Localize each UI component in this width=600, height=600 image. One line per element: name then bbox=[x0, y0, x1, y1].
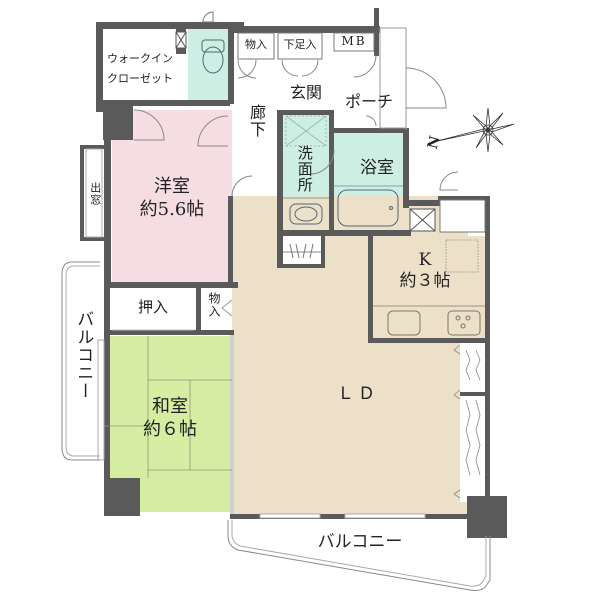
oshiire-closet bbox=[104, 290, 198, 330]
wall-washroom-left bbox=[277, 110, 283, 268]
wall-western-right bbox=[228, 196, 233, 286]
compass-north-label: N bbox=[424, 134, 444, 151]
wall-pillar-sw bbox=[104, 478, 140, 516]
wall-shelf-right bbox=[320, 232, 325, 266]
shoe-storage-label: 下足入 bbox=[283, 38, 317, 51]
wall-bath-top bbox=[329, 128, 408, 133]
wall-top-left bbox=[96, 22, 244, 29]
wall-storage-mid bbox=[460, 392, 488, 396]
porch-label: ポーチ bbox=[344, 92, 393, 111]
wall-pillar-nw bbox=[103, 100, 133, 140]
storage-top-label: 物入 bbox=[245, 38, 267, 51]
side-storage-label: 物入 bbox=[207, 292, 221, 318]
wall-toilet-right bbox=[228, 28, 234, 104]
wall-closet-bottom bbox=[104, 100, 230, 106]
wall-bottom-ld bbox=[230, 514, 470, 519]
balcony-south-label: バルコニー bbox=[317, 532, 403, 552]
washroom-label: 洗面所 bbox=[295, 145, 314, 193]
japanese-room-label: 和室 約６帖 bbox=[143, 396, 197, 440]
walk-in-closet-label: ウォークイン クローゼット bbox=[107, 52, 173, 85]
wall-left-western bbox=[104, 140, 111, 285]
balcony-west-label: バルコニー bbox=[73, 310, 94, 400]
wall-pillar-se bbox=[467, 496, 507, 538]
western-room-label: 洋室 約5.6帖 bbox=[139, 176, 205, 220]
wall-top-mid bbox=[232, 26, 380, 33]
meter-box-label: MB bbox=[341, 34, 367, 48]
entrance-label: 玄関 bbox=[289, 83, 322, 102]
wall-shelf-bottom bbox=[277, 264, 325, 268]
living-dining-label: ＬＤ bbox=[337, 384, 379, 404]
wall-kitchen-left bbox=[368, 232, 373, 342]
wall-bath-right bbox=[403, 128, 409, 208]
wall-western-bottom bbox=[104, 282, 238, 288]
toilet bbox=[188, 28, 228, 100]
wall-right-outer bbox=[485, 196, 490, 506]
wall-top-stub bbox=[374, 8, 379, 56]
hallway-label: 廊下 bbox=[247, 104, 266, 138]
wall-japanese-right bbox=[230, 335, 234, 515]
wall-right-box bbox=[438, 196, 488, 201]
wall-left-upper bbox=[96, 22, 103, 112]
walk-in-closet bbox=[104, 28, 176, 100]
compass-rose-icon bbox=[432, 107, 515, 153]
oshiire-label: 押入 bbox=[137, 298, 168, 316]
wall-oshiire-divider bbox=[196, 288, 201, 332]
wall-washroom-top bbox=[277, 110, 333, 115]
wall-bay-window-l bbox=[80, 145, 84, 241]
wall-oshiire-bottom bbox=[104, 330, 234, 335]
wall-left-lower bbox=[104, 282, 110, 512]
bay-window-label: 出窓 bbox=[88, 182, 102, 206]
wall-kitchen-bottom bbox=[368, 338, 490, 343]
bathroom-label: 浴室 bbox=[360, 158, 394, 178]
wall-closet-divider bbox=[176, 28, 186, 54]
wall-bath-bottom bbox=[277, 230, 411, 236]
ld-storage-closet bbox=[460, 342, 486, 502]
kitchen-label: K 約３帖 bbox=[399, 250, 451, 292]
wall-bay-window-b bbox=[80, 237, 104, 241]
wall-bay-window bbox=[80, 145, 104, 149]
